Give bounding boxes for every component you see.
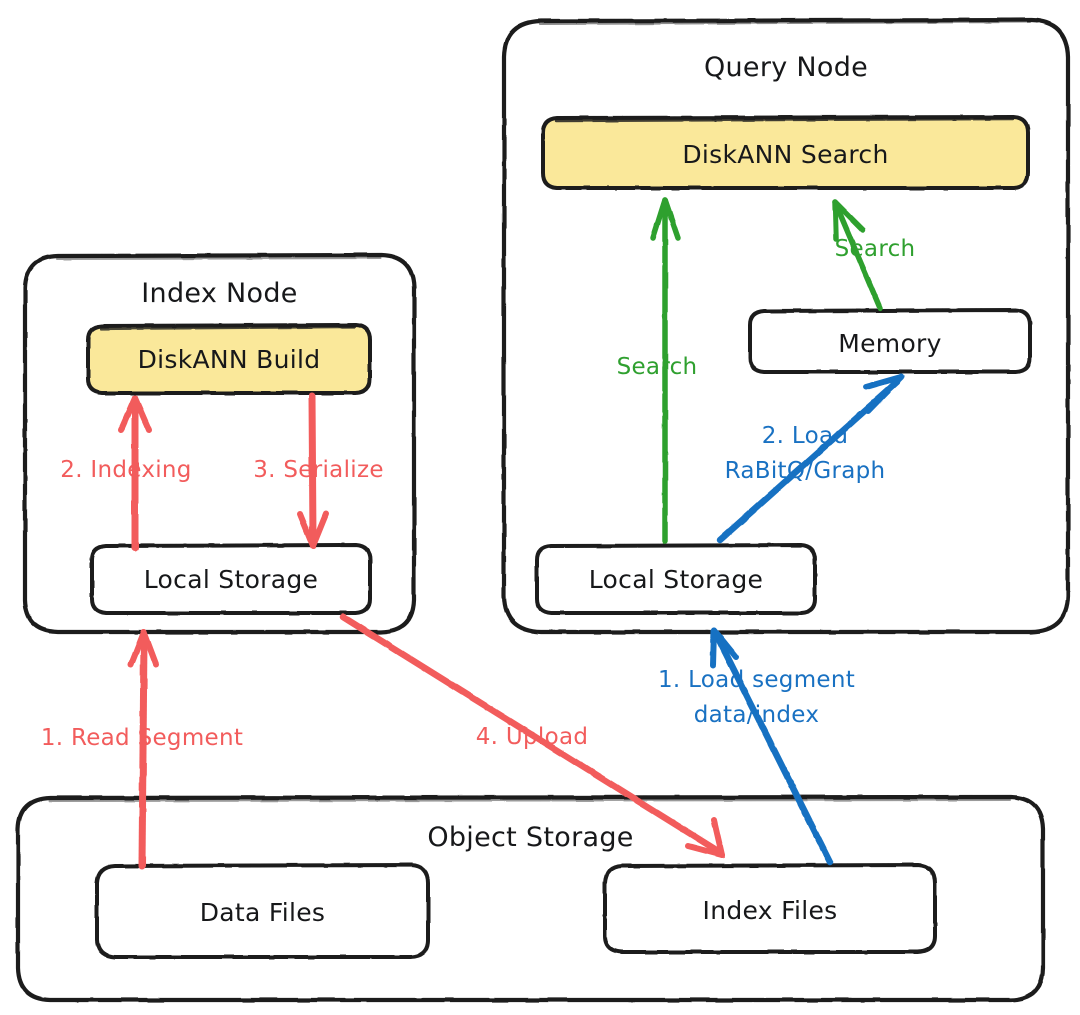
edge-upload: [339, 613, 725, 858]
edge-read-segment: [128, 629, 159, 870]
index-node-title: Index Node: [141, 278, 298, 309]
edge-label-load-rabitq-line1: 2. Load: [761, 423, 849, 449]
edge-label-search-storage: Search: [616, 354, 698, 380]
data-files-label: Data Files: [199, 898, 326, 927]
edge-label-load-segment-line1: 1. Load segment: [657, 667, 856, 693]
edge-label-upload: 4. Upload: [475, 724, 589, 750]
edge-search-storage: [650, 197, 681, 544]
edge-label-load-rabitq-line2: RaBitQ/Graph: [724, 458, 886, 484]
memory-label: Memory: [838, 329, 942, 358]
edge-label-serialize: 3. Serialize: [253, 457, 384, 483]
edge-label-load-segment-line2: data/index: [693, 702, 820, 728]
index-files-box[interactable]: [603, 863, 937, 954]
query-node-local-storage-box[interactable]: [535, 543, 817, 615]
index-files-label: Index Files: [702, 896, 838, 925]
edge-label-search-memory: Search: [834, 236, 916, 262]
diskann-build-box[interactable]: [86, 323, 372, 395]
edge-serialize: [297, 392, 329, 549]
edge-search-memory: [832, 199, 883, 311]
data-files-box[interactable]: [95, 863, 430, 959]
query-node-local-storage-label: Local Storage: [588, 565, 764, 594]
edge-label-indexing: 2. Indexing: [60, 457, 192, 483]
diskann-search-box[interactable]: [541, 115, 1030, 190]
edge-load-segment: [710, 627, 834, 866]
index-node-local-storage-label: Local Storage: [143, 565, 319, 594]
diskann-build-label: DiskANN Build: [137, 345, 321, 374]
query-node-title: Query Node: [703, 52, 869, 83]
object-storage-title: Object Storage: [427, 822, 634, 853]
edge-load-rabitq: [716, 374, 904, 544]
diskann-search-label: DiskANN Search: [682, 140, 889, 169]
edge-label-read-segment: 1. Read Segment: [40, 725, 244, 751]
edge-indexing: [118, 395, 152, 552]
memory-box[interactable]: [748, 308, 1032, 374]
index-node-local-storage-box[interactable]: [90, 543, 372, 615]
